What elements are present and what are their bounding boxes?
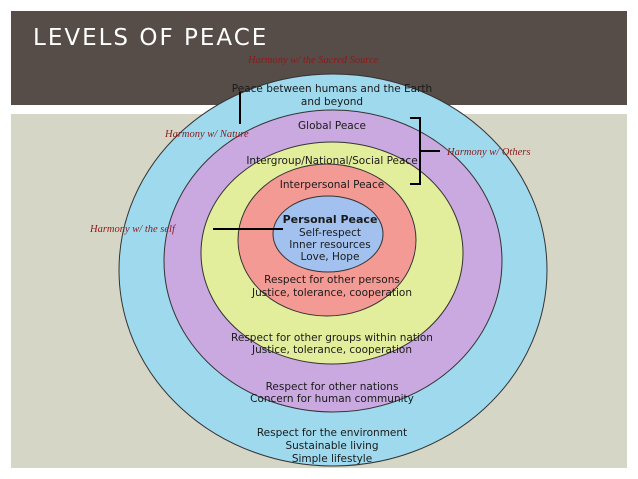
harmony-sacred-label: Harmony w/ the Sacred Source — [247, 55, 379, 66]
core-line-3: Love, Hope — [301, 251, 360, 263]
green-bottom-line-2: Justice, tolerance, cooperation — [251, 344, 412, 356]
outer-top-line-1: Peace between humans and the Earth — [232, 83, 432, 95]
purple-bottom-line-1: Respect for other nations — [266, 381, 399, 393]
red-bottom-line-2: Justice, tolerance, cooperation — [251, 287, 412, 299]
core-line-2: Inner resources — [289, 239, 370, 251]
core-line-1: Self-respect — [299, 227, 361, 239]
others-bracket — [410, 117, 440, 185]
harmony-self-label: Harmony w/ the self — [89, 224, 177, 235]
purple-bottom-line-2: Concern for human community — [250, 393, 414, 405]
outer-top-line-2: and beyond — [301, 96, 363, 108]
green-bottom-line-1: Respect for other groups within nation — [231, 332, 433, 344]
red-top-line-1: Interpersonal Peace — [280, 179, 384, 191]
slide-title: LEVELS OF PEACE — [33, 25, 269, 51]
ring-core — [272, 195, 384, 273]
outer-bottom-line-1: Respect for the environment — [257, 427, 407, 439]
outer-bottom-line-2: Sustainable living — [285, 440, 378, 452]
purple-top-line-1: Global Peace — [298, 120, 366, 132]
red-bottom-line-1: Respect for other persons — [264, 274, 400, 286]
green-top-line-1: Intergroup/National/Social Peace — [246, 155, 417, 167]
harmony-others-label: Harmony w/ Others — [446, 147, 530, 158]
core-title: Personal Peace — [283, 213, 378, 226]
outer-bottom-line-3: Simple lifestyle — [292, 453, 372, 465]
harmony-nature-label: Harmony w/ Nature — [164, 129, 249, 140]
